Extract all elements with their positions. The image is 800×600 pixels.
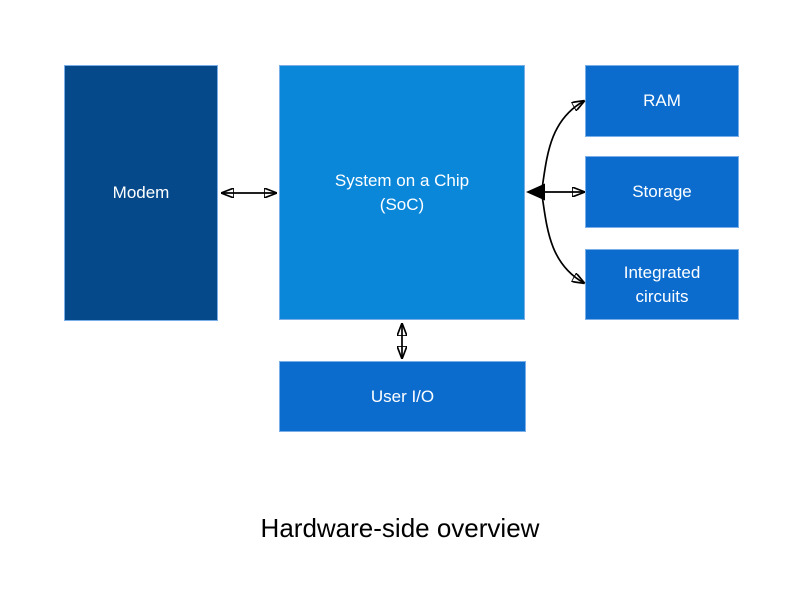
node-integrated-circuits-label: Integrated circuits (623, 262, 701, 306)
node-storage: Storage (585, 156, 739, 228)
node-storage-label: Storage (632, 182, 692, 201)
node-integrated-circuits: Integrated circuits (585, 249, 739, 320)
node-user-io: User I/O (279, 361, 526, 432)
node-ram: RAM (585, 65, 739, 137)
node-user-io-label: User I/O (370, 386, 435, 406)
node-modem: Modem (64, 65, 218, 321)
node-system-on-a-chip: System on a Chip (SoC) (279, 65, 525, 320)
arrow-soc-integrated-circuits (541, 194, 584, 283)
node-soc-label: System on a Chip (SoC) (334, 170, 470, 214)
diagram-title: Hardware-side overview (260, 513, 540, 543)
node-modem-label: Modem (112, 183, 170, 202)
arrow-soc-ram (541, 101, 584, 190)
arrowhead-soc-right-junction (526, 183, 545, 201)
node-ram-label: RAM (643, 91, 681, 110)
